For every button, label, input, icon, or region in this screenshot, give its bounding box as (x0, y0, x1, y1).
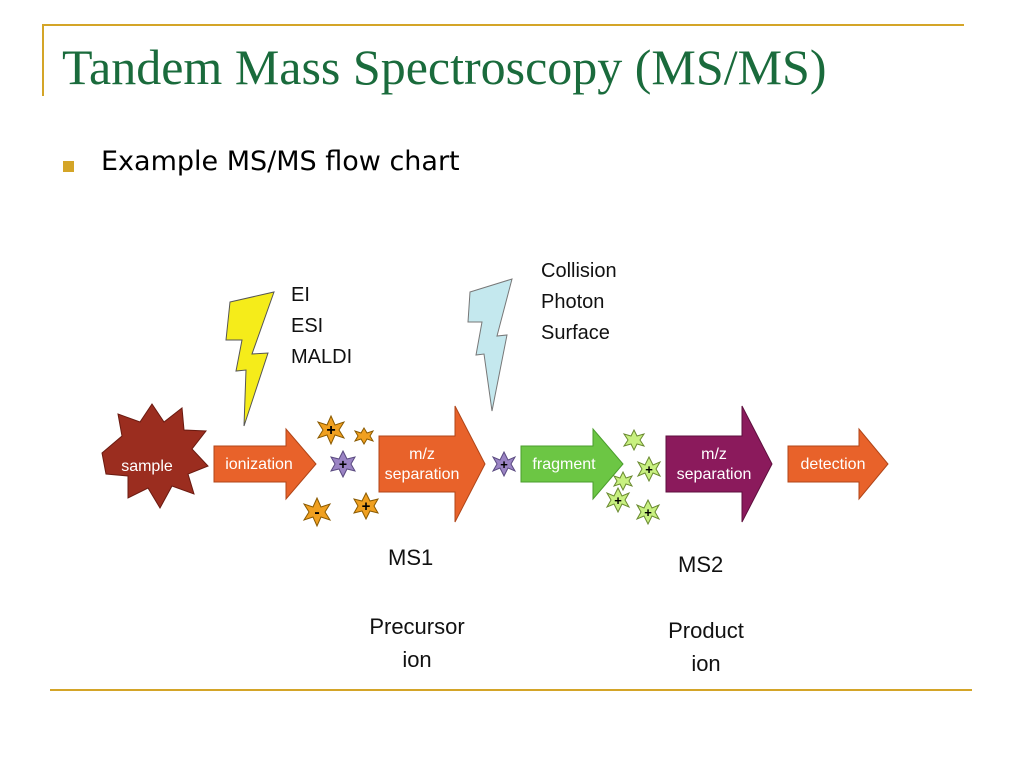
frame-top-line (42, 24, 964, 26)
activation-method-item: Photon (541, 291, 605, 313)
ion-plus-purple-1: + (329, 449, 357, 479)
ms1-label: MS1 (388, 545, 434, 570)
sample-label: sample (121, 458, 173, 475)
precursor-ion-line1: Precursor (369, 614, 465, 639)
ion-green-neutral-1 (622, 428, 646, 452)
activation-lightning (467, 278, 513, 412)
product-ion-line1: Product (668, 618, 744, 643)
ms2-separation-label-line1: m/z (701, 446, 727, 463)
ion-plus-green-3: + (635, 498, 661, 526)
ms1-separation-label-line2: separation (384, 466, 460, 483)
ionization-source-item: ESI (291, 315, 324, 337)
product-ion-line2: ion (691, 651, 721, 676)
slide-title: Tandem Mass Spectroscopy (MS/MS) (62, 39, 827, 95)
svg-text:-: - (314, 504, 319, 521)
svg-text:+: + (644, 505, 652, 520)
bullet-marker (63, 161, 74, 172)
flow-diagram-graphics: + + - + + + (101, 278, 889, 528)
ion-small-orange (353, 427, 375, 445)
ms2-label: MS2 (678, 552, 724, 577)
ionization-lightning (225, 291, 275, 427)
fragment-label: fragment (532, 456, 596, 473)
frame-left-line (42, 24, 44, 96)
ion-minus-orange: - (302, 496, 332, 528)
ionization-arrow (213, 427, 317, 501)
fragment-arrow (520, 427, 624, 501)
activation-method-item: Collision (541, 260, 617, 282)
detection-arrow (787, 427, 889, 501)
precursor-ion-label: Precursor ion (352, 610, 482, 676)
frame-bottom-line (50, 689, 972, 691)
product-ion-label: Product ion (646, 614, 766, 680)
ion-plus-green-1: + (636, 455, 662, 483)
ion-plus-orange-1: + (316, 414, 346, 446)
ion-plus-orange-2: + (352, 491, 380, 521)
ionization-source-item: EI (291, 284, 310, 306)
ion-plus-purple-precursor: + (491, 450, 517, 478)
svg-text:+: + (500, 457, 508, 472)
bullet-text: Example MS/MS flow chart (101, 146, 460, 177)
svg-text:+: + (645, 462, 653, 477)
ionization-label: ionization (225, 456, 293, 473)
svg-text:+: + (362, 498, 371, 515)
ms1-separation-arrow (378, 405, 486, 523)
svg-text:+: + (339, 456, 347, 472)
svg-text:+: + (614, 493, 622, 508)
activation-method-item: Surface (541, 322, 610, 344)
ion-green-neutral-2 (612, 470, 634, 492)
ionization-source-list: EI ESI MALDI (291, 280, 352, 373)
sample-burst (101, 403, 209, 510)
svg-text:+: + (326, 422, 335, 439)
precursor-ion-line2: ion (402, 647, 432, 672)
ionization-source-item: MALDI (291, 346, 353, 368)
ms2-separation-arrow (665, 405, 773, 523)
ms1-separation-label-line1: m/z (409, 446, 435, 463)
ms2-separation-label-line2: separation (676, 466, 752, 483)
ion-plus-green-2: + (605, 486, 631, 514)
activation-method-list: Collision Photon Surface (541, 256, 617, 349)
detection-label: detection (800, 456, 866, 473)
ms-ms-flow-diagram: + + - + + + (90, 236, 930, 680)
